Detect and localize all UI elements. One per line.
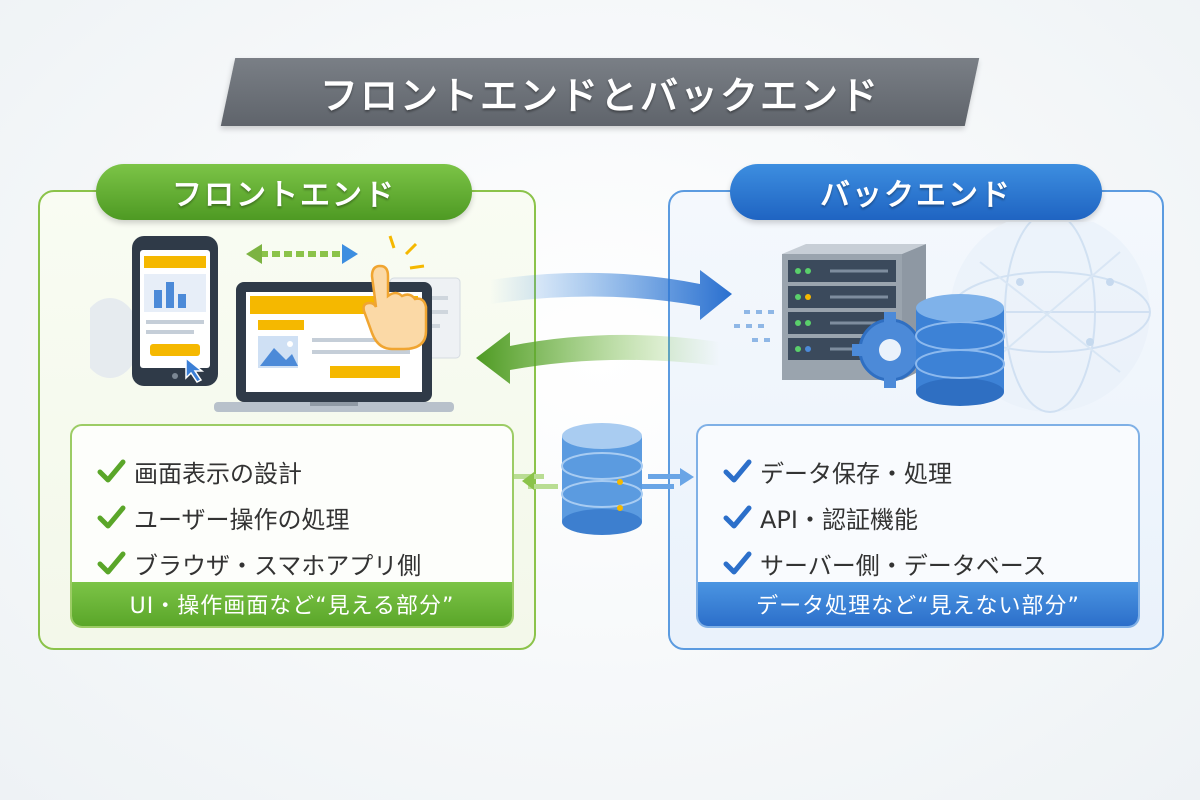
database-icon xyxy=(915,294,1005,406)
backend-footer: データ処理など“見えない部分” xyxy=(698,582,1138,626)
list-item: ブラウザ・スマホアプリ側 xyxy=(96,540,512,586)
feature-label: データ保存・処理 xyxy=(760,459,952,488)
list-item: サーバー側・データベース xyxy=(722,540,1138,586)
list-item: ユーザー操作の処理 xyxy=(96,494,512,540)
smartphone-icon xyxy=(132,236,218,386)
frontend-feature-box: 画面表示の設計 ユーザー操作の処理 ブラウザ・スマホアプリ側 UI・操作画面など… xyxy=(70,424,514,628)
check-icon xyxy=(97,551,126,575)
arrow-right-blue xyxy=(490,270,732,320)
check-icon xyxy=(723,505,752,529)
double-arrow-icon xyxy=(246,244,358,264)
frontend-illustration xyxy=(90,235,461,412)
frontend-header: フロントエンド xyxy=(96,164,472,220)
pointer-hand-icon xyxy=(362,235,428,351)
list-item: API・認証機能 xyxy=(722,494,1138,540)
arrow-left-green xyxy=(476,332,720,384)
check-icon xyxy=(97,505,126,529)
check-icon xyxy=(723,459,752,483)
feature-label: ブラウザ・スマホアプリ側 xyxy=(134,551,422,580)
feature-label: サーバー側・データベース xyxy=(760,551,1047,580)
feature-label: 画面表示の設計 xyxy=(134,459,302,488)
list-item: データ保存・処理 xyxy=(722,448,1138,494)
flow-arrows xyxy=(476,270,732,384)
check-icon xyxy=(723,551,752,575)
database-connector-icon xyxy=(514,423,694,535)
list-item: 画面表示の設計 xyxy=(96,448,512,494)
frontend-footer: UI・操作画面など“見える部分” xyxy=(72,582,512,626)
feature-label: API・認証機能 xyxy=(760,505,918,534)
page-title: フロントエンドとバックエンド xyxy=(319,73,880,118)
check-icon xyxy=(97,459,126,483)
backend-header: バックエンド xyxy=(730,164,1102,220)
backend-feature-box: データ保存・処理 API・認証機能 サーバー側・データベース データ処理など“見… xyxy=(696,424,1140,628)
backend-illustration xyxy=(734,222,1151,413)
feature-label: ユーザー操作の処理 xyxy=(134,505,350,534)
